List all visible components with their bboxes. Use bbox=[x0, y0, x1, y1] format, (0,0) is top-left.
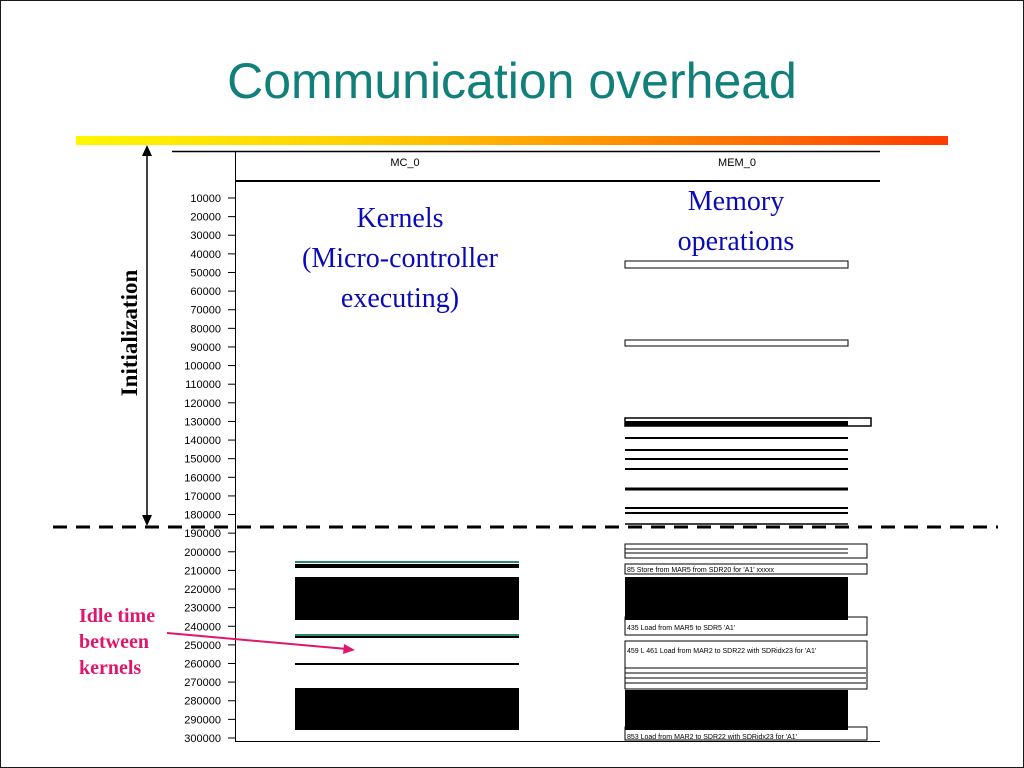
kernel-bar bbox=[295, 688, 519, 730]
y-tick-label: 250000 bbox=[184, 640, 221, 652]
memory-op-bar bbox=[625, 577, 848, 620]
memory-op-label: 853 Load from MAR2 to SDR22 with SDRidx2… bbox=[627, 734, 797, 741]
memory-op-bar bbox=[624, 616, 868, 636]
y-tick-label: 150000 bbox=[184, 454, 221, 466]
y-tick-label: 50000 bbox=[190, 267, 221, 279]
title-underline bbox=[76, 136, 948, 145]
memory-op-label: 435 Load from MAR5 to SDR5 'A1' bbox=[627, 625, 735, 632]
y-tick-label: 260000 bbox=[184, 659, 221, 671]
kernel-bar bbox=[295, 577, 519, 620]
y-tick-label: 60000 bbox=[190, 286, 221, 298]
y-tick-label: 300000 bbox=[184, 733, 221, 745]
y-tick-label: 270000 bbox=[184, 677, 221, 689]
slide-title: Communication overhead bbox=[227, 53, 797, 109]
kernel-bar bbox=[295, 636, 519, 638]
kernel-bar bbox=[295, 564, 519, 568]
kernels-annotation-line: (Micro-controller bbox=[302, 243, 498, 274]
memory-op-bar bbox=[624, 640, 868, 690]
y-axis-ticks: 10000 20000 30000 40000 50000 60000 70000 80000… bbox=[184, 193, 235, 745]
memory-bars bbox=[624, 260, 872, 741]
memory-op-bar bbox=[624, 563, 868, 575]
y-tick-label: 140000 bbox=[184, 435, 221, 447]
idle-label-line: Idle time bbox=[79, 605, 156, 627]
memory-op-label: 459 L 461 Load from MAR2 to SDR22 with S… bbox=[627, 648, 816, 655]
y-tick-label: 240000 bbox=[184, 621, 221, 633]
y-tick-label: 280000 bbox=[184, 696, 221, 708]
y-tick-label: 220000 bbox=[184, 584, 221, 596]
y-tick-label: 80000 bbox=[190, 323, 221, 335]
y-tick-label: 230000 bbox=[184, 603, 221, 615]
y-tick-label: 70000 bbox=[190, 305, 221, 317]
memory-annotation-line: Memory bbox=[687, 186, 785, 217]
memory-op-label: 85 Store from MAR5 from SDR20 for 'A1' x… bbox=[627, 567, 774, 574]
kernel-bar bbox=[295, 663, 519, 665]
column-header-mc0: MC_0 bbox=[390, 157, 419, 169]
y-tick-label: 120000 bbox=[184, 398, 221, 410]
memory-annotation: Memory operations bbox=[646, 182, 826, 262]
kernels-annotation: Kernels (Micro-controller executing) bbox=[262, 199, 538, 319]
kernel-bar bbox=[295, 561, 519, 563]
initialization-arrow bbox=[142, 145, 152, 526]
y-tick-label: 160000 bbox=[184, 472, 221, 484]
memory-op-bar bbox=[624, 260, 849, 269]
y-tick-label: 100000 bbox=[184, 361, 221, 373]
kernel-bars bbox=[295, 561, 519, 730]
y-tick-label: 20000 bbox=[190, 212, 221, 224]
idle-time-label: Idle time between kernels bbox=[79, 603, 189, 681]
y-tick-label: 170000 bbox=[184, 491, 221, 503]
memory-op-bar bbox=[624, 339, 849, 347]
memory-op-bar bbox=[625, 421, 848, 426]
memory-op-bar bbox=[624, 726, 868, 741]
y-tick-label: 110000 bbox=[185, 379, 221, 391]
column-header-mem0: MEM_0 bbox=[718, 157, 756, 169]
y-tick-label: 130000 bbox=[184, 416, 221, 428]
y-tick-label: 190000 bbox=[184, 528, 221, 540]
kernels-annotation-line: Kernels bbox=[356, 203, 444, 234]
memory-annotation-line: operations bbox=[677, 226, 795, 257]
memory-op-bar bbox=[624, 543, 868, 559]
kernels-annotation-line: executing) bbox=[340, 283, 460, 314]
y-tick-label: 40000 bbox=[190, 249, 221, 261]
idle-pointer-arrow bbox=[166, 632, 355, 654]
y-tick-label: 90000 bbox=[190, 342, 221, 354]
idle-label-line: between bbox=[79, 631, 149, 653]
kernel-bar bbox=[295, 634, 519, 636]
y-tick-label: 30000 bbox=[190, 230, 221, 242]
idle-label-line: kernels bbox=[79, 657, 142, 679]
y-tick-label: 200000 bbox=[184, 547, 221, 559]
y-tick-label: 210000 bbox=[184, 565, 221, 577]
y-tick-label: 180000 bbox=[184, 510, 221, 522]
memory-op-labels: 85 Store from MAR5 from SDR20 for 'A1' x… bbox=[627, 567, 816, 741]
initialization-label: Initialization bbox=[117, 269, 142, 397]
memory-op-bar bbox=[625, 690, 848, 730]
y-tick-label: 10000 bbox=[190, 193, 221, 205]
y-tick-label: 290000 bbox=[184, 714, 221, 726]
